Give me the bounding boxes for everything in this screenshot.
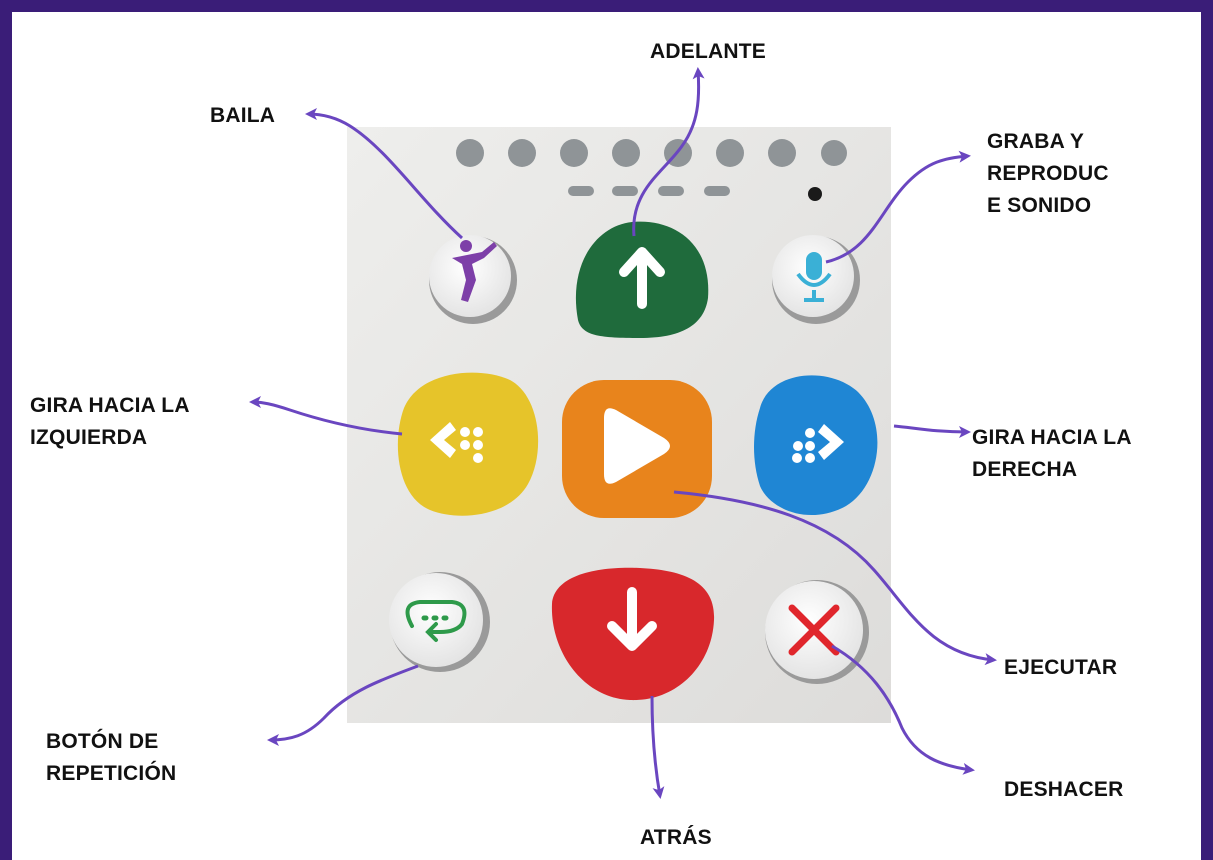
arrow-ejecutar	[673, 490, 997, 666]
arrow-down-icon	[607, 587, 657, 651]
arrow-adelante	[632, 67, 705, 237]
speaker-slots	[568, 186, 730, 196]
label-derecha-line2: DERECHA	[972, 458, 1078, 481]
label-deshacer: DESHACER	[1004, 778, 1124, 801]
label-adelante: ADELANTE	[650, 40, 766, 63]
arrow-izquierda	[249, 396, 403, 436]
back-button[interactable]	[551, 567, 715, 701]
label-ejecutar: EJECUTAR	[1004, 656, 1118, 679]
callout-arrows	[249, 67, 997, 799]
dance-button[interactable]	[429, 235, 517, 324]
label-atras: ATRÁS	[640, 826, 712, 849]
turn-left-icon	[430, 422, 483, 463]
label-graba-line3: E SONIDO	[987, 194, 1092, 217]
x-icon	[788, 604, 840, 656]
arrow-deshacer	[831, 644, 975, 775]
ballerina-icon	[452, 240, 497, 302]
turn-right-icon	[792, 424, 844, 463]
arrow-baila	[305, 108, 464, 240]
label-graba-line1: GRABA Y	[987, 130, 1085, 153]
repeat-button[interactable]	[389, 572, 490, 672]
led-row	[456, 139, 847, 167]
label-repeticion-line1: BOTÓN DE	[46, 730, 159, 753]
mic-hole	[808, 187, 822, 201]
arrow-derecha	[893, 424, 971, 438]
arrow-graba	[825, 150, 971, 264]
label-derecha-line1: GIRA HACIA LA	[972, 426, 1132, 449]
label-repeticion-line2: REPETICIÓN	[46, 762, 177, 785]
turn-left-button[interactable]	[397, 372, 539, 516]
play-icon	[604, 408, 670, 484]
undo-button[interactable]	[765, 580, 869, 684]
label-graba-line2: REPRODUC	[987, 162, 1109, 185]
arrow-repeticion	[267, 664, 419, 746]
label-baila: BAILA	[210, 104, 276, 127]
turn-right-button[interactable]	[754, 375, 878, 516]
arrow-up-icon	[619, 247, 665, 309]
microphone-icon	[796, 252, 832, 302]
play-button[interactable]	[562, 380, 712, 518]
forward-button[interactable]	[575, 221, 709, 338]
label-izquierda-line1: GIRA HACIA LA	[30, 394, 190, 417]
repeat-icon	[405, 600, 467, 642]
arrow-atras	[650, 695, 665, 799]
label-izquierda-line2: IZQUIERDA	[30, 426, 148, 449]
